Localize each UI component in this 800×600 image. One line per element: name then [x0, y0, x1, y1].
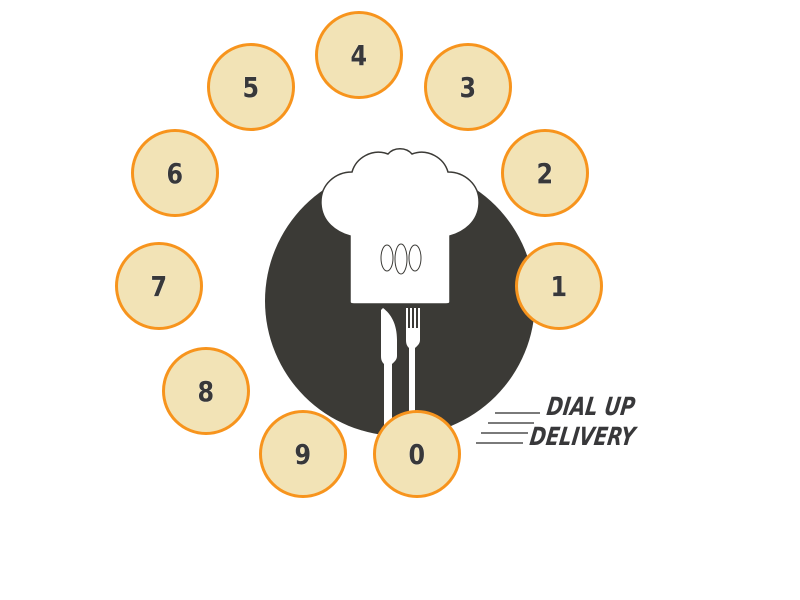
- brand-line-1: DIAL UP: [545, 392, 637, 421]
- dial-digit: 5: [242, 70, 260, 104]
- dial-button-2[interactable]: 2: [501, 129, 589, 217]
- brand-line-2: DELIVERY: [528, 422, 638, 451]
- knife-icon: [381, 308, 397, 431]
- dial-button-6[interactable]: 6: [131, 129, 219, 217]
- speed-lines-icon: [476, 412, 540, 444]
- brand-wordmark: DIAL UP DELIVERY: [520, 392, 670, 452]
- dial-digit: 6: [166, 156, 184, 190]
- dial-button-0[interactable]: 0: [373, 410, 461, 498]
- dial-digit: 9: [294, 437, 312, 471]
- dial-digit: 7: [150, 269, 168, 303]
- chef-hat-icon: [320, 148, 480, 305]
- dial-button-8[interactable]: 8: [162, 347, 250, 435]
- dial-digit: 3: [459, 70, 477, 104]
- dial-button-9[interactable]: 9: [259, 410, 347, 498]
- dial-button-1[interactable]: 1: [515, 242, 603, 330]
- dial-button-5[interactable]: 5: [207, 43, 295, 131]
- dial-digit: 8: [197, 374, 215, 408]
- dial-digit: 2: [536, 156, 554, 190]
- dial-digit: 1: [550, 269, 568, 303]
- dial-button-7[interactable]: 7: [115, 242, 203, 330]
- dial-digit: 0: [408, 437, 426, 471]
- fork-icon: [406, 308, 420, 431]
- dial-digit: 4: [350, 38, 368, 72]
- dial-button-4[interactable]: 4: [315, 11, 403, 99]
- dial-button-3[interactable]: 3: [424, 43, 512, 131]
